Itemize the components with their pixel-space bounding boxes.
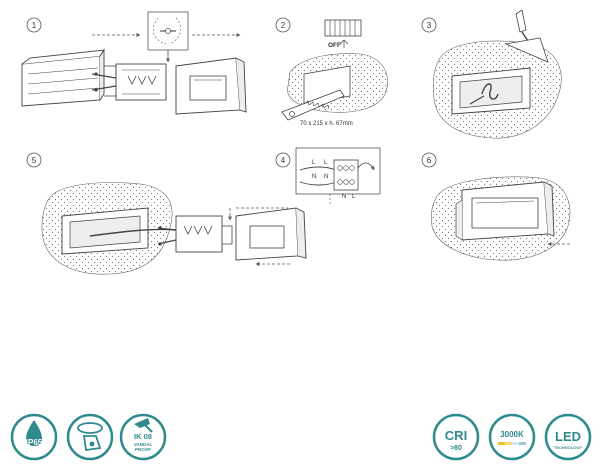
rotatable-spotlight-icon (77, 422, 103, 452)
step-number: 1 (32, 21, 37, 30)
saw-cutout (281, 65, 351, 121)
proof-label: PROOF (135, 447, 151, 452)
badge-led: LED TECHNOLOGY (544, 413, 592, 461)
step-6: 6 (421, 152, 571, 261)
color-temperature-label: 3000K (500, 430, 524, 439)
terminal-label-live: L (324, 160, 328, 166)
vandal-label: VANDAL (134, 442, 153, 447)
step-number: 5 (32, 156, 37, 165)
step-number: 6 (427, 156, 432, 165)
badge-cri: CRI >80 (432, 413, 480, 461)
terminal-label-neutral: N (342, 194, 346, 200)
luminaire-unit (175, 57, 247, 115)
step-3: 3 (421, 9, 562, 139)
step-2: 2 OFF 70 x 215 x h. 67mm (275, 17, 388, 127)
step-1: 1 (21, 11, 247, 115)
luminaire-unit (235, 207, 307, 261)
step-number-circle (26, 17, 42, 33)
trowel-tool (504, 9, 549, 63)
ip-rating-label: IP65 (26, 438, 43, 447)
badge-ip65: IP65 (10, 413, 58, 461)
cri-value: >80 (450, 445, 462, 452)
cutout-dimension: 70 x 215 x h. 67mm (300, 121, 353, 127)
terminal-block (299, 159, 375, 191)
recess-opening (61, 207, 149, 255)
cri-icon: CRI >80 (445, 428, 467, 452)
ik-rating-label: IK 08 (134, 432, 152, 441)
ip-rating-icon (26, 420, 42, 446)
color-temperature-icon: 3000K (498, 430, 526, 445)
step-number: 3 (427, 21, 432, 30)
switch-off-label: OFF (328, 42, 341, 49)
terminal-label-live: L (352, 194, 356, 200)
cable-connector (89, 215, 233, 253)
step-number: 2 (281, 21, 286, 30)
step-number: 4 (281, 156, 286, 165)
technology-label: TECHNOLOGY (554, 445, 583, 450)
mounting-box (21, 48, 105, 107)
cable-connector (91, 63, 167, 101)
impact-protection-icon (134, 418, 153, 433)
installed-luminaire (455, 181, 555, 241)
recess-opening (451, 67, 531, 115)
step-5: 5 (26, 152, 331, 275)
step-4: 4 L N L N N L (275, 147, 381, 200)
breaker-switch-off: OFF (324, 19, 362, 49)
terminal-label-neutral: N (312, 174, 316, 180)
badge-ik08: IK 08 VANDAL PROOF (119, 413, 167, 461)
cri-label: CRI (445, 428, 467, 443)
badge-color-temperature: 3000K (488, 413, 536, 461)
led-technology-icon: LED TECHNOLOGY (554, 429, 583, 450)
terminal-label-neutral: N (324, 174, 328, 180)
badge-rotatable (66, 413, 114, 461)
led-label: LED (555, 429, 581, 444)
screw-detail-inset (147, 11, 189, 51)
terminal-label-live: L (312, 160, 316, 166)
